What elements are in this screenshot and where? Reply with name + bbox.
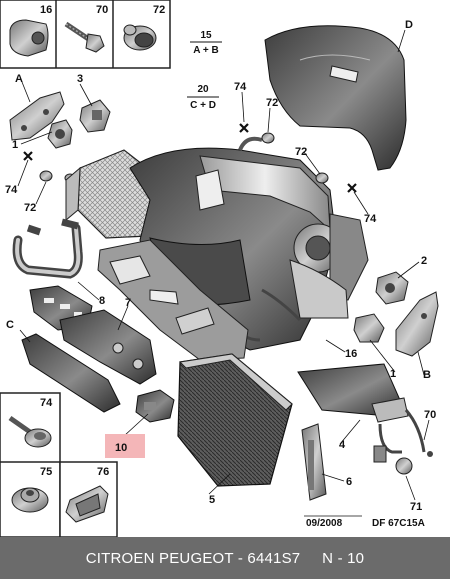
lower-duct-assembly	[97, 239, 249, 361]
callout-16: 16	[345, 348, 357, 360]
clip-markers-74	[23, 123, 357, 193]
screw-part-70	[64, 21, 105, 53]
cell-label-70: 70	[96, 4, 108, 16]
cover-part-D	[264, 25, 407, 171]
parts-table-top: 16 70 72	[0, 0, 171, 69]
grommet-part-72	[123, 24, 157, 51]
callout-2: 2	[421, 255, 427, 267]
formula-15-number: 15	[200, 30, 212, 41]
formula-15-parts: A + B	[193, 45, 218, 56]
motor-part-1-left	[47, 119, 73, 149]
actuator-part-2	[375, 271, 409, 305]
sensor-part-71	[373, 409, 433, 475]
cell-label-16: 16	[40, 4, 52, 16]
callout-D: D	[405, 19, 413, 31]
caption-text: CITROEN PEUGEOT - 6441S7 N - 10	[85, 549, 365, 567]
callout-72-top: 72	[266, 97, 278, 109]
callout-7: 7	[125, 297, 131, 309]
formula-20: 20 C + D	[187, 84, 219, 111]
formula-20-parts: C + D	[190, 100, 216, 111]
parts-table-bottom: 74 75 76	[0, 392, 118, 538]
seal-part-6	[301, 423, 327, 501]
grommet-right-72	[261, 132, 329, 184]
cell-label-75: 75	[40, 466, 52, 478]
actuator-part-3	[79, 99, 111, 133]
callout-B: B	[423, 369, 431, 381]
callout-C: C	[6, 319, 14, 331]
leader-lines	[17, 29, 430, 501]
heater-core-part-4	[297, 363, 409, 423]
clip-part-76	[65, 485, 109, 523]
callout-72-right: 72	[295, 146, 307, 158]
callout-4: 4	[339, 439, 346, 451]
diagram-ref-code: DF 67C15A	[372, 518, 425, 529]
callout-72-left: 72	[24, 202, 36, 214]
diagram-reference: 09/2008 DF 67C15A	[304, 515, 425, 529]
callout-10: 10	[115, 442, 127, 454]
diagram-date: 09/2008	[306, 518, 343, 529]
callout-70: 70	[424, 409, 436, 421]
highlight-callout-10: 10	[105, 434, 145, 458]
cell-label-72: 72	[153, 4, 165, 16]
callout-3: 3	[77, 73, 83, 85]
cell-label-74: 74	[40, 397, 53, 409]
bracket-part-B	[395, 291, 439, 357]
formula-20-number: 20	[197, 84, 209, 95]
actuator-part-1-right	[353, 313, 385, 343]
cell-label-76: 76	[97, 466, 109, 478]
callout-1-right: 1	[390, 368, 396, 380]
callout-1-left: 1	[12, 139, 18, 151]
resistor-part-10	[135, 389, 175, 423]
diagram-svg: 16 70 72 74 75 76	[0, 0, 439, 538]
gasket-part-C	[21, 333, 121, 413]
nut-part-75	[11, 487, 49, 513]
callout-74-left: 74	[5, 184, 18, 196]
callout-71: 71	[410, 501, 422, 513]
clip-part-16	[9, 19, 49, 57]
callout-74-top: 74	[234, 81, 247, 93]
callout-8: 8	[99, 295, 105, 307]
callout-74-right: 74	[364, 213, 377, 225]
highlight-box	[105, 434, 145, 458]
callout-5: 5	[209, 494, 215, 506]
bolt-part-74	[8, 415, 52, 448]
bracket-part-A	[9, 91, 65, 141]
formula-15: 15 A + B	[190, 30, 222, 56]
evaporator-part-5	[177, 353, 293, 487]
callout-6: 6	[346, 476, 352, 488]
callout-labels: D A 3 1 74 72 74 72 72 74 2 8 7 C 16 1 B…	[5, 19, 436, 513]
callout-A: A	[15, 73, 23, 85]
parts-diagram: 16 70 72 74 75 76	[0, 0, 439, 538]
duct-part-7	[59, 309, 157, 385]
caption-bar: CITROEN PEUGEOT - 6441S7 N - 10	[0, 537, 450, 579]
hose-pipes	[12, 218, 83, 279]
